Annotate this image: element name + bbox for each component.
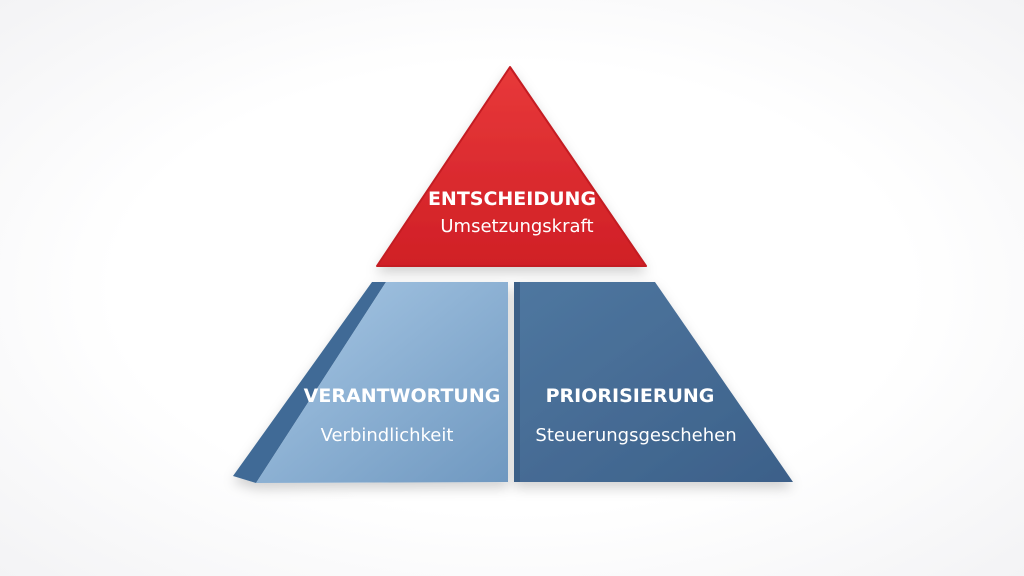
right-block xyxy=(514,282,793,482)
top-triangle xyxy=(376,66,647,267)
left-block xyxy=(256,282,508,483)
right-subtitle: Steuerungsgeschehen xyxy=(535,425,737,446)
top-title: ENTSCHEIDUNG xyxy=(427,188,597,210)
left-title: VERANTWORTUNG xyxy=(303,385,501,407)
right-title: PRIORISIERUNG xyxy=(545,385,715,407)
left-subtitle: Verbindlichkeit xyxy=(320,425,454,446)
left-block-bevel xyxy=(233,282,386,483)
right-block-edge xyxy=(514,282,520,482)
top-subtitle: Umsetzungskraft xyxy=(440,216,594,237)
